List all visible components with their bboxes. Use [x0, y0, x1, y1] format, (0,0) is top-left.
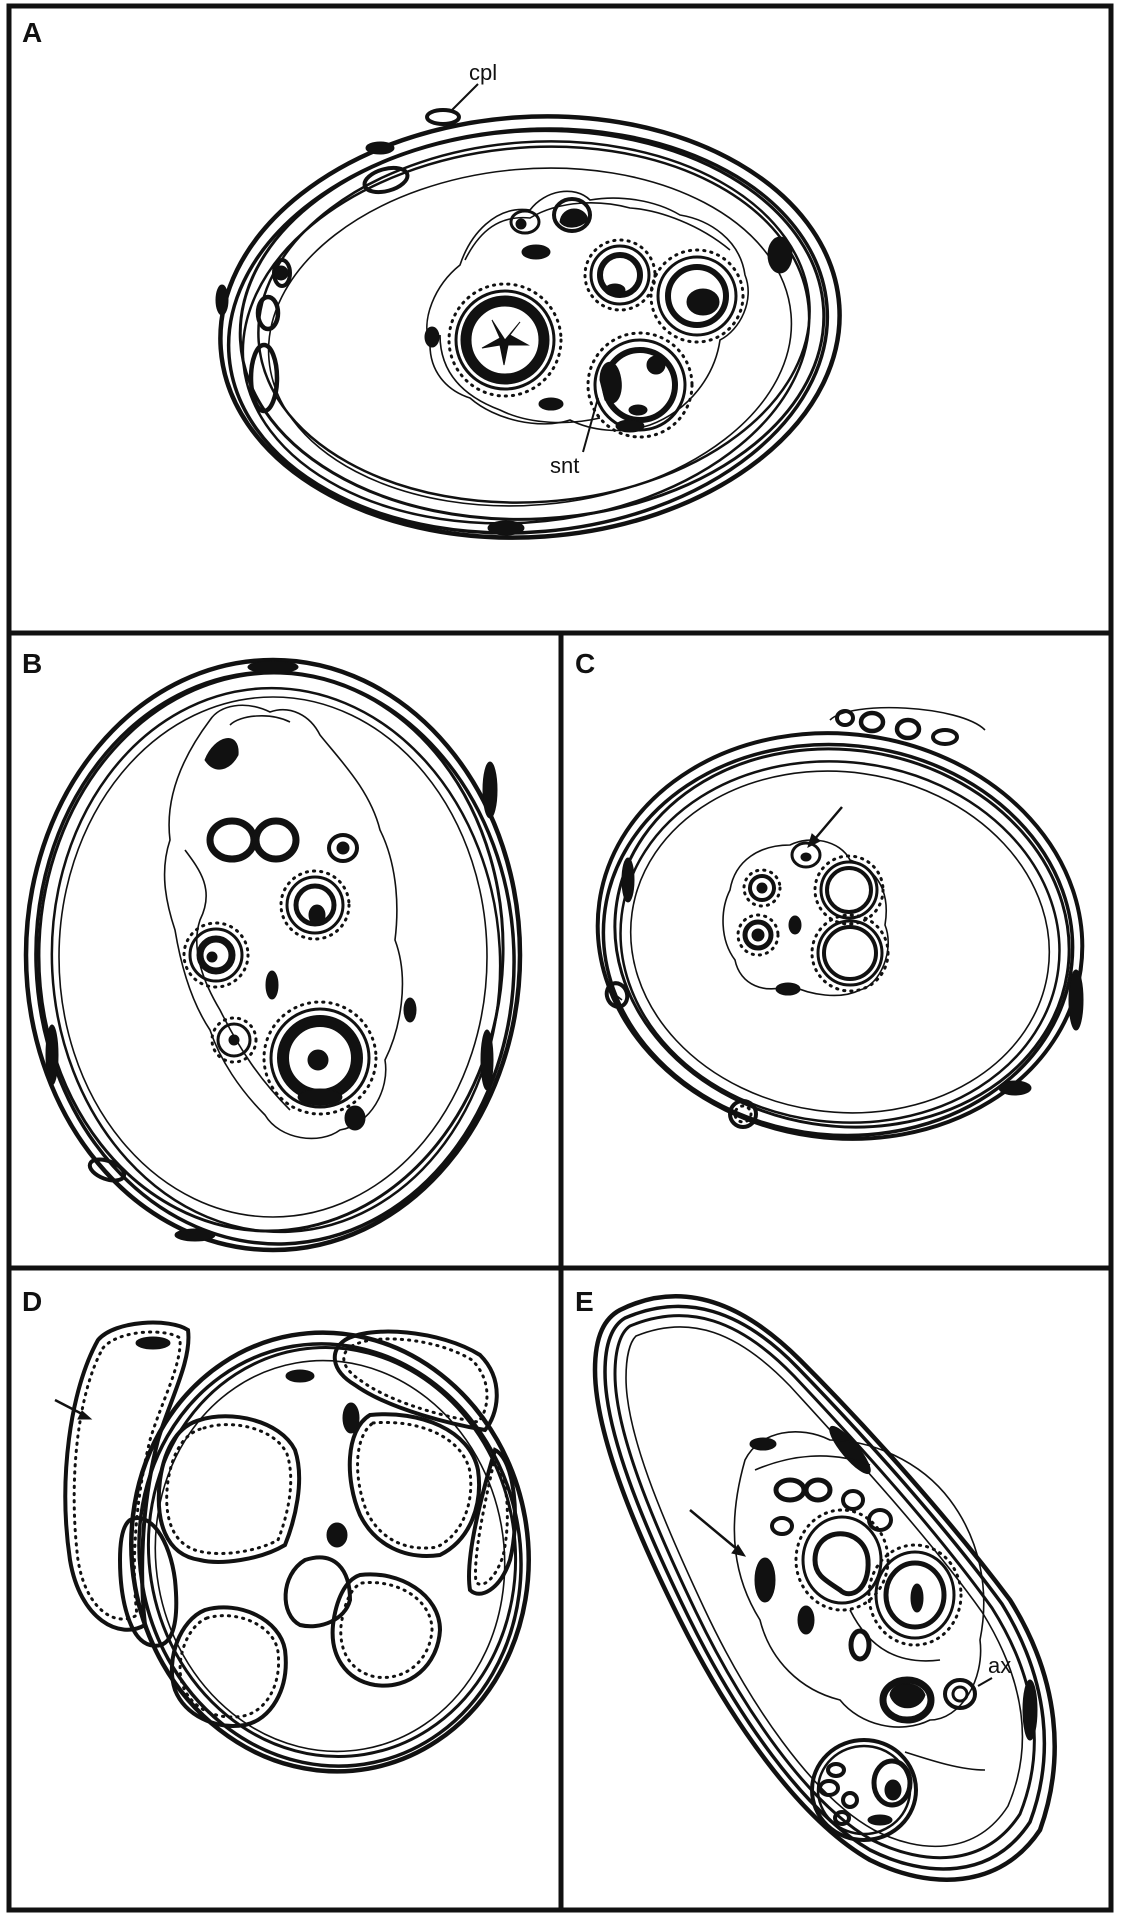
panel-a: A cpl — [22, 17, 854, 558]
panel-e-letter: E — [575, 1286, 594, 1317]
panel-e-small-fascicle — [812, 1740, 985, 1840]
panel-d-compartments — [120, 1332, 515, 1726]
panel-c-letter: C — [575, 648, 595, 679]
panel-e-ax-leader — [978, 1678, 992, 1686]
panel-a-label-cpl: cpl — [469, 60, 497, 85]
panel-a-label-snt: snt — [550, 453, 579, 478]
panel-e-arrow — [690, 1510, 738, 1550]
panel-c-arrow — [814, 807, 842, 840]
panel-e-nerve-bundle — [734, 1432, 983, 1727]
panel-e: E — [575, 1286, 1055, 1880]
panel-e-label-ax: ax — [988, 1653, 1011, 1678]
panel-d: D — [22, 1286, 563, 1803]
panel-b-nerve-bundle — [165, 705, 416, 1138]
panel-a-letter: A — [22, 17, 42, 48]
panel-a-snt-leader — [583, 398, 598, 452]
panel-c: C — [571, 648, 1108, 1170]
panel-d-letter: D — [22, 1286, 42, 1317]
panel-a-sheath — [206, 96, 854, 558]
panel-b-outer-cell — [87, 1155, 127, 1184]
panel-b: B — [22, 648, 524, 1252]
panel-c-sheath — [571, 702, 1108, 1170]
panel-a-cpl-leader — [452, 84, 478, 110]
panel-a-cpl-cell — [427, 110, 459, 124]
panel-b-letter: B — [22, 648, 42, 679]
panel-b-sheath — [26, 660, 524, 1252]
panel-a-nerve-bundle — [425, 191, 748, 437]
panel-c-nerve-bundle — [723, 840, 888, 995]
panel-d-arrow — [55, 1400, 84, 1415]
